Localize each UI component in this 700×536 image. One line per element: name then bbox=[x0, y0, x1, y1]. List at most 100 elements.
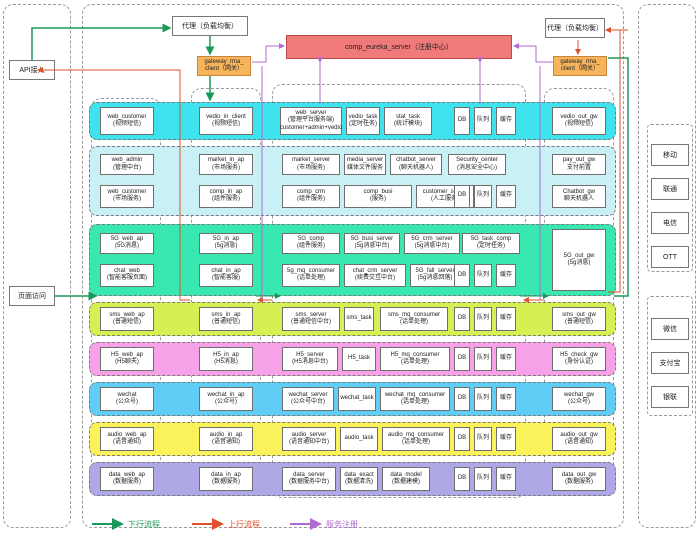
gw-market-1: Chatbot_gw 聊天机器人 bbox=[552, 184, 606, 208]
ap-5g-1: chat_in_ap (智能客服) bbox=[199, 263, 253, 288]
core-data-2: data_model (数据建模) bbox=[382, 467, 430, 491]
db-market: DB bbox=[454, 184, 470, 208]
core-sms-2: sms_mq_consumer (话单处理) bbox=[380, 307, 448, 331]
carrier-1: 联通 bbox=[651, 178, 689, 200]
cache-audio: 缓存 bbox=[496, 427, 516, 451]
page-entry[interactable]: 页面访问 bbox=[9, 286, 55, 306]
queue-market: 队列 bbox=[474, 184, 492, 208]
db-audio: DB bbox=[454, 427, 470, 451]
core-market-2: chatbot_server (聊天机器人) bbox=[390, 154, 442, 176]
cache-h5: 缓存 bbox=[496, 347, 516, 371]
web-sms-0: sms_web_ap (普通短信) bbox=[100, 307, 154, 331]
right-frame bbox=[638, 4, 696, 528]
core-sms-0: sms_server (普通短信中台) bbox=[282, 307, 340, 331]
core-5g-3: 5G_task_comp (定时任务) bbox=[462, 232, 520, 255]
web-h5-0: H5_web_ap (H5聊天) bbox=[100, 347, 154, 371]
db-wechat: DB bbox=[454, 387, 470, 411]
ap-video-0: vedio_in_client (视频短信) bbox=[199, 107, 253, 135]
web-market-0: web_admin (管理中台) bbox=[100, 154, 154, 176]
payment-2: 银联 bbox=[651, 386, 689, 408]
cache-data: 缓存 bbox=[496, 467, 516, 491]
gw-wechat-0: wechat_gw (公众号) bbox=[552, 387, 606, 411]
cache-wechat: 缓存 bbox=[496, 387, 516, 411]
ap-sms-0: sms_in_ap (普通短信) bbox=[199, 307, 253, 331]
payment-1: 支付宝 bbox=[651, 352, 689, 374]
cache-5g: 缓存 bbox=[496, 263, 516, 288]
core-5g-1: 5G_busi_server (5g消息中台) bbox=[344, 232, 400, 255]
core-video-1: vedio_task (定时任务) bbox=[346, 107, 380, 135]
db-sms: DB bbox=[454, 307, 470, 331]
ap-5g-0: 5G_in_ap (5g消息) bbox=[199, 232, 253, 255]
gw-data-0: data_out_gw (数据服务) bbox=[552, 467, 606, 491]
core-h5-0: H5_server (H5消息中台) bbox=[282, 347, 338, 371]
cache-market: 缓存 bbox=[496, 184, 516, 208]
core-data-0: data_server (数据服务中台) bbox=[282, 467, 336, 491]
queue-video: 队列 bbox=[474, 107, 492, 135]
core-video-2: stat_task (统计模块) bbox=[384, 107, 432, 135]
gw-sms-0: sms_out_gw (普通短信) bbox=[552, 307, 606, 331]
gw-market-0: pay_out_gw 支付前置 bbox=[552, 154, 606, 176]
core-market-5: comp_busi (服务) bbox=[344, 184, 412, 208]
core-market-4: comp_crm (组件服务) bbox=[282, 184, 340, 208]
core-5g-0: 5G_comp (组件服务) bbox=[282, 232, 340, 255]
core-market-1: media_server 媒体文件服务 bbox=[344, 154, 386, 176]
gw-h5-0: H5_check_gw (身份认证) bbox=[552, 347, 606, 371]
queue-data: 队列 bbox=[474, 467, 492, 491]
gw-audio-0: audio_out_gw (语音通知) bbox=[552, 427, 606, 451]
core-market-3: Security_center (消息安全中心) bbox=[448, 154, 506, 176]
main-frame bbox=[82, 4, 624, 528]
db-video: DB bbox=[454, 107, 470, 135]
cache-sms: 缓存 bbox=[496, 307, 516, 331]
legend-label-2: 服务注册 bbox=[326, 520, 358, 529]
ap-data-0: data_in_ap (数据服务) bbox=[199, 467, 253, 491]
db-h5: DB bbox=[454, 347, 470, 371]
eureka-registry: comp_eureka_server（注册中心） bbox=[286, 35, 512, 59]
proxy-left: 代理（负载均衡） bbox=[172, 16, 248, 36]
core-h5-1: H5_task bbox=[342, 347, 376, 371]
queue-5g: 队列 bbox=[474, 263, 492, 288]
web-5g-0: 5G_web_ap (5G消息) bbox=[100, 232, 154, 255]
core-h5-2: H5_mq_consumer (话单处理) bbox=[380, 347, 450, 371]
payment-frame bbox=[647, 296, 693, 416]
web-data-0: data_web_ap (数据服务) bbox=[100, 467, 154, 491]
carrier-3: OTT bbox=[651, 246, 689, 268]
carrier-2: 电信 bbox=[651, 212, 689, 234]
db-data: DB bbox=[454, 467, 470, 491]
queue-h5: 队列 bbox=[474, 347, 492, 371]
core-video-0: web_server (管理平台服务端) customer+admin+vedi… bbox=[280, 107, 342, 135]
core-sms-1: sms_task bbox=[344, 307, 374, 331]
queue-audio: 队列 bbox=[474, 427, 492, 451]
core-audio-0: audio_server (语音通知中台) bbox=[282, 427, 336, 451]
ap-market-0: market_in_ap (市场服务) bbox=[199, 154, 253, 176]
cache-video: 缓存 bbox=[496, 107, 516, 135]
left-entry-frame bbox=[3, 4, 71, 528]
core-wechat-0: wechat_server (公众号中台) bbox=[282, 387, 334, 411]
core-wechat-1: wechat_task bbox=[338, 387, 376, 411]
ap-market-1: comp_in_ap (组件服务) bbox=[199, 184, 253, 208]
ap-h5-0: H5_in_ap (H5消息) bbox=[199, 347, 253, 371]
legend-label-1: 上行流程 bbox=[228, 520, 260, 529]
ap-audio-0: audio_in_ap (语音通知) bbox=[199, 427, 253, 451]
core-market-0: market_server (市场服务) bbox=[282, 154, 340, 176]
queue-wechat: 队列 bbox=[474, 387, 492, 411]
gateway-right: gateway_rma_ client（网关） bbox=[553, 56, 607, 76]
gw-5g-0: 5G_out_gw (5g消息) bbox=[552, 229, 606, 291]
gw-video-0: vedio_out_gw (视频短信) bbox=[552, 107, 606, 135]
proxy-right: 代理（负载均衡） bbox=[545, 18, 605, 38]
db-5g: DB bbox=[454, 263, 470, 288]
core-audio-2: audio_mq_consumer (话单处理) bbox=[382, 427, 450, 451]
core-audio-1: audio_task bbox=[340, 427, 378, 451]
carrier-frame bbox=[647, 124, 693, 272]
web-wechat-0: wechat (公众号) bbox=[100, 387, 154, 411]
web-video-0: web_customer (视频短信) bbox=[100, 107, 154, 135]
core-5g-6: 5G_fall_server (5g消息回落) bbox=[410, 263, 460, 288]
core-wechat-2: wechat_mq_consumer (话单处理) bbox=[380, 387, 450, 411]
web-market-1: web_customer (市场服务) bbox=[100, 184, 154, 208]
queue-sms: 队列 bbox=[474, 307, 492, 331]
web-5g-1: chat_web (智能客服页面) bbox=[100, 263, 154, 288]
web-audio-0: audio_web_ap (语音通知) bbox=[100, 427, 154, 451]
carrier-0: 移动 bbox=[651, 144, 689, 166]
legend-label-0: 下行流程 bbox=[128, 520, 160, 529]
ap-wechat-0: wechat_in_ap (公众号) bbox=[199, 387, 253, 411]
